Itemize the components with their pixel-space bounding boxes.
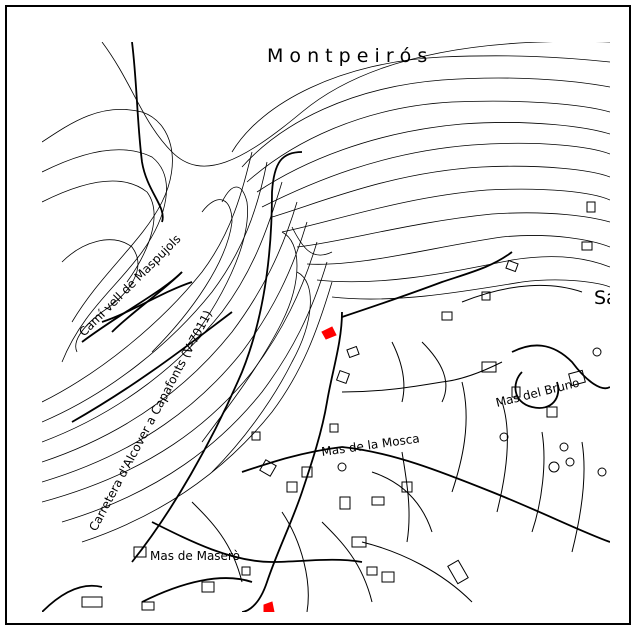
label-carretera: Carretera d'Alcover a Capafonts (V-7011) — [86, 308, 215, 533]
contour-lines — [101, 42, 610, 300]
label-montpeiros: M o n t p e i r ó s — [267, 45, 427, 67]
highlight-marker[interactable] — [321, 326, 337, 340]
contour-lines-left — [42, 108, 333, 543]
label-mas-de-masero: Mas de Maserò — [150, 549, 240, 563]
highlight-marker-bottom[interactable] — [263, 601, 275, 612]
map-frame — [5, 5, 631, 625]
roads — [42, 42, 610, 612]
topographic-map[interactable]: M o n t p e i r ó s Sa Camí vell de Masp… — [42, 42, 610, 612]
label-mas-de-la-mosca: Mas de la Mosca — [320, 431, 420, 459]
buildings — [81, 201, 596, 611]
label-mas-del-bruno: Mas del Bruno — [494, 376, 580, 410]
label-sa: Sa — [594, 287, 610, 309]
map-points — [337, 347, 607, 477]
parcels — [191, 284, 585, 612]
